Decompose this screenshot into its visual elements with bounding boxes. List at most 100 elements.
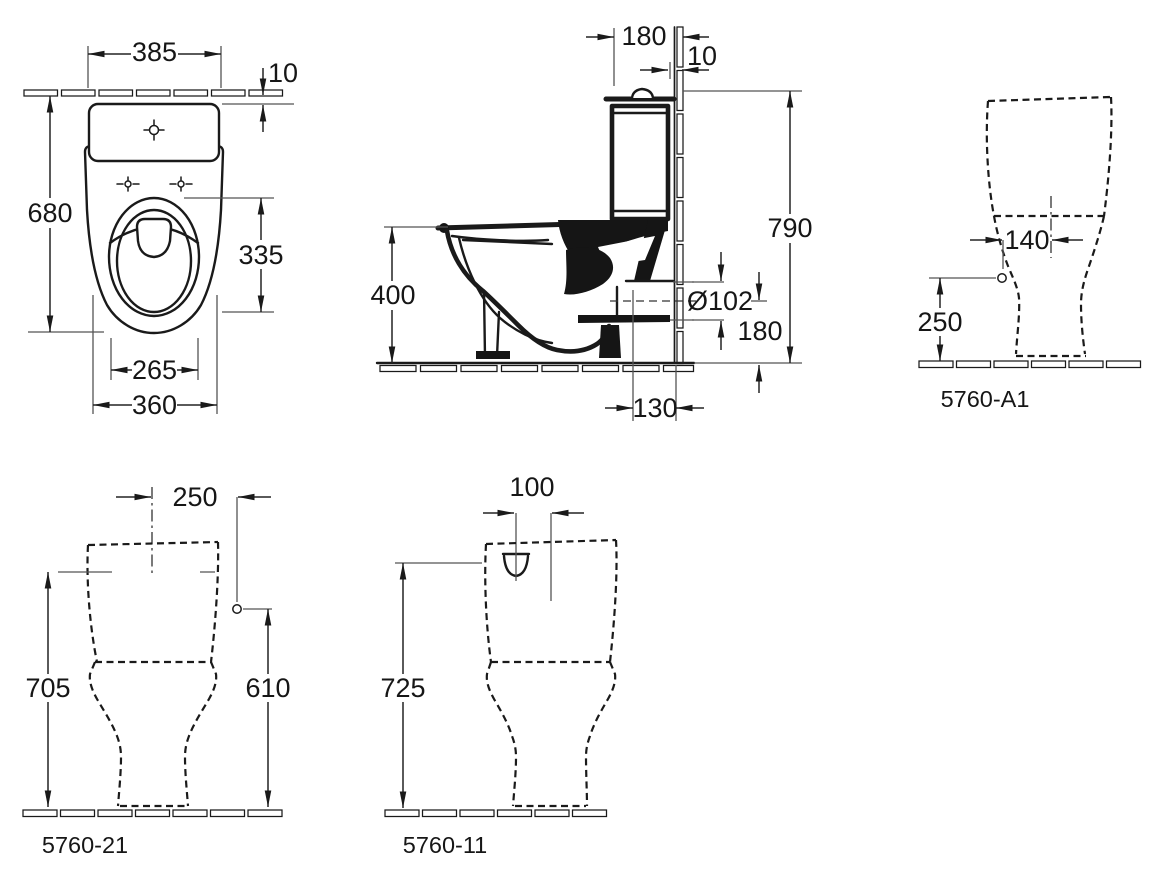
dim-text-supply-offset-21: 250 <box>172 482 217 512</box>
wall-tile <box>98 89 134 97</box>
floor-tile <box>534 809 570 818</box>
floor-tile <box>421 809 458 818</box>
dim-text-button-offset: 100 <box>509 472 554 502</box>
floor-tile <box>247 809 283 818</box>
dim-text-supply-height-21: 610 <box>245 673 290 703</box>
extension-line <box>632 290 677 421</box>
dim-outlet-height: 180 <box>737 272 783 393</box>
dim-text-mask <box>371 281 414 310</box>
dim-outlet-wall-offset: 130 <box>605 290 704 423</box>
tank-outline <box>484 538 618 664</box>
floor-tile <box>379 364 417 373</box>
extension-line <box>92 295 218 414</box>
dim-supply-height-21: 610 <box>245 609 291 807</box>
model-label-21: 5760-21 <box>42 832 128 858</box>
dim-text-cistern-depth: 180 <box>621 21 666 51</box>
dim-button-offset-11: 100 <box>483 472 584 601</box>
cistern-top-outline <box>87 102 221 163</box>
dim-total-depth: 680 <box>27 96 104 333</box>
rear-strut <box>634 220 668 281</box>
extension-line <box>515 513 552 601</box>
dim-text-mask <box>132 356 177 383</box>
floor-tile <box>622 364 660 373</box>
cistern-lid-button <box>630 87 655 100</box>
wall-tile <box>210 89 246 97</box>
wall-tile <box>676 330 684 365</box>
seat-profile <box>435 221 580 231</box>
wall-tile <box>173 89 209 97</box>
dim-text-mask <box>919 308 961 336</box>
floor-tile <box>460 364 498 373</box>
wall-tile <box>676 287 684 329</box>
dim-text-seat-depth: 335 <box>238 240 283 270</box>
floor-tile <box>172 809 208 818</box>
dim-text-wall-clearance-side: 10 <box>687 41 717 71</box>
floor-hatch-a1 <box>918 360 1142 369</box>
floor-tile <box>1068 360 1104 369</box>
front-view-11: 100 725 5760-11 <box>380 472 618 858</box>
pedestal-outline <box>88 661 218 808</box>
dim-text-mask <box>240 240 282 269</box>
cistern-center-mark <box>143 119 165 141</box>
dim-total-height: 790 <box>683 90 813 363</box>
dim-text-mask <box>247 674 289 702</box>
wall-tile <box>135 89 171 97</box>
wall-hatch-side <box>673 26 684 365</box>
wall-tile <box>676 26 684 68</box>
trap-channel <box>598 236 655 266</box>
dim-text-total-height-21: 705 <box>25 673 70 703</box>
front-foot <box>476 351 510 359</box>
cistern-section <box>603 87 677 222</box>
dim-seat-width: 265 <box>110 338 199 385</box>
flush-button <box>501 547 531 581</box>
wall-tile <box>676 200 684 242</box>
dim-text-supply-height: 250 <box>917 307 962 337</box>
dim-text-mask <box>27 674 69 702</box>
floor-hatch-side <box>375 361 802 373</box>
extension-line <box>692 281 724 321</box>
wall-tile <box>676 156 684 199</box>
wall-tile <box>676 113 684 155</box>
dim-total-height-11: 725 <box>380 562 482 808</box>
floor-tile <box>571 809 608 818</box>
dim-bowl-width: 360 <box>92 295 218 420</box>
top-view: 385 10 680 335 265 <box>23 37 298 420</box>
dim-wall-clearance-top: 10 <box>222 58 298 132</box>
seat-ring-inner <box>115 208 193 314</box>
dim-seat-depth: 335 <box>184 197 284 313</box>
dim-wall-clearance-side: 10 <box>640 41 717 79</box>
wall-tile <box>23 89 59 97</box>
wall-tile <box>60 89 96 97</box>
bowl-section <box>435 220 697 359</box>
dim-total-height-21: 705 <box>25 571 215 807</box>
floor-tile <box>1105 360 1142 369</box>
dim-text-wall-clearance: 10 <box>268 58 298 88</box>
dim-supply-offset-a1: 140 <box>970 225 1083 269</box>
wall-hatch <box>23 89 284 97</box>
floor-tile <box>59 809 96 818</box>
front-leg <box>482 289 487 359</box>
model-label-a1: 5760-A1 <box>941 386 1030 412</box>
dim-text-outlet-height: 180 <box>737 316 782 346</box>
front-leg-inner <box>495 310 501 358</box>
dim-text-total-height-11: 725 <box>380 673 425 703</box>
front-view-21: 250 705 610 5760-21 <box>22 482 291 858</box>
dim-text-mask <box>132 391 177 418</box>
supply-hole <box>232 604 242 614</box>
floor-tile <box>581 364 620 373</box>
floor-tile <box>541 364 579 373</box>
dim-outlet-diameter: Ø102 <box>687 252 753 350</box>
dim-supply-offset-21: 250 <box>116 482 271 512</box>
dim-text-total-height: 790 <box>767 213 812 243</box>
pedestal-outline <box>485 661 617 808</box>
seat-hinge-hole-right <box>169 176 193 192</box>
dim-text-supply-offset: 140 <box>1004 225 1049 255</box>
dim-text-outlet-wall-offset: 130 <box>632 393 677 423</box>
rear-leg <box>599 325 621 358</box>
dim-cistern-depth: 180 <box>586 21 709 86</box>
floor-hatch-11 <box>384 809 608 818</box>
floor-tile <box>134 809 171 818</box>
floor-tile <box>22 809 58 818</box>
tank-outline <box>86 540 220 664</box>
